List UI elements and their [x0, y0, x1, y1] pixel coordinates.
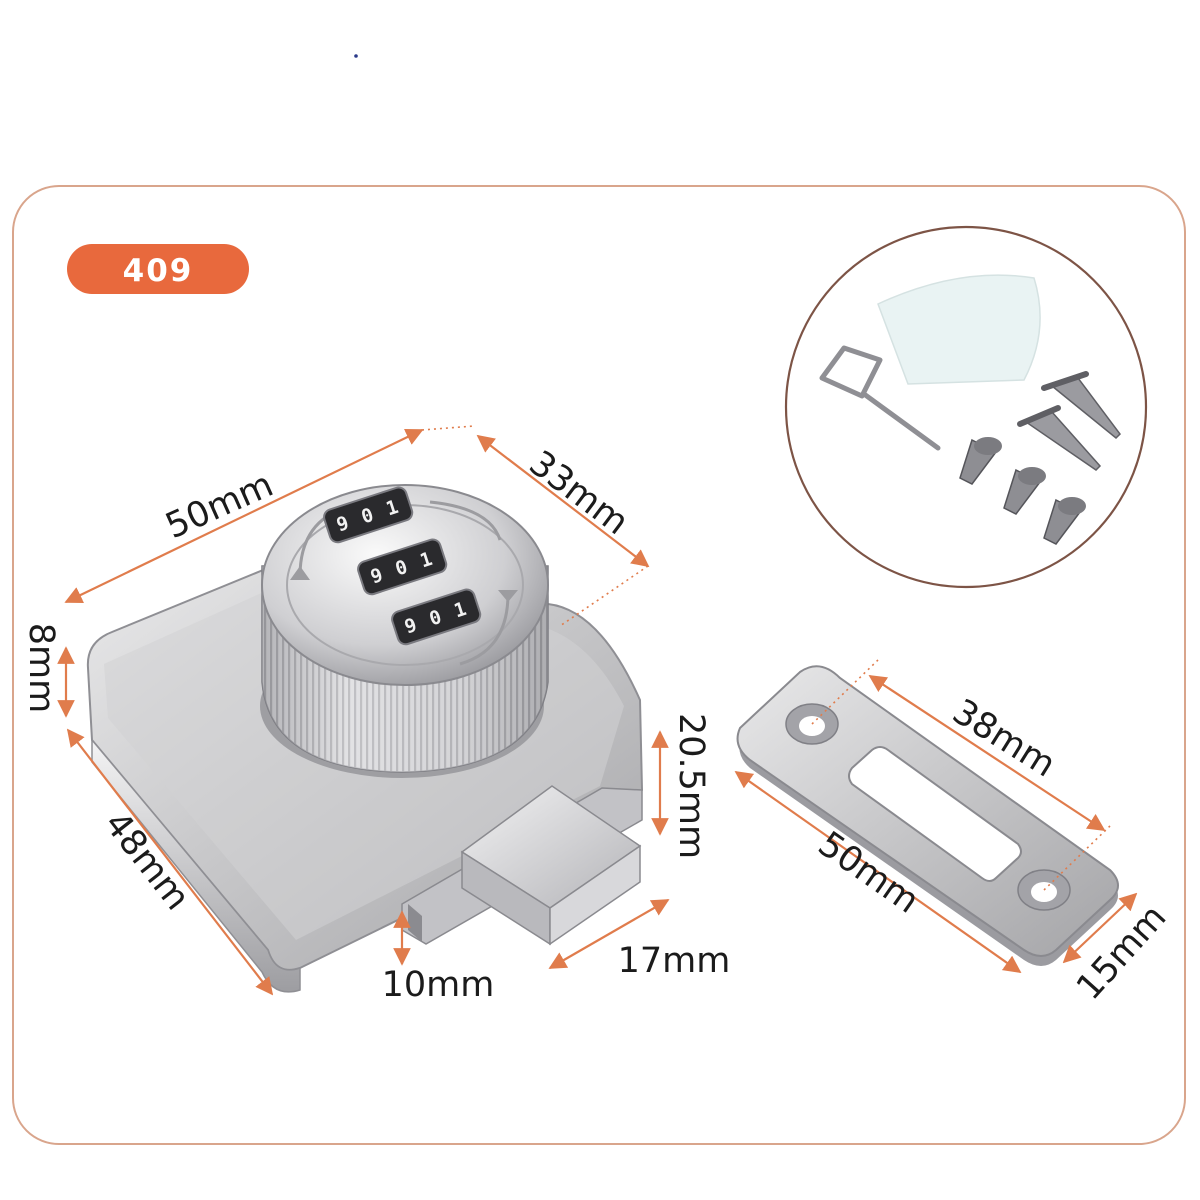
arrow-lock-width — [64, 428, 424, 604]
arrow-strike-hole-spacing — [868, 675, 1106, 831]
arrow-lock-depth — [476, 434, 650, 568]
model-number: 409 — [123, 253, 194, 289]
arrow-strike-length — [734, 770, 1022, 974]
accessories-circle — [784, 225, 1148, 589]
dial-window-frame — [391, 588, 482, 646]
key-pin-icon — [819, 345, 941, 451]
label-bolt-height: 20.5mm — [671, 713, 711, 859]
guide-lock-width — [421, 425, 475, 431]
arrow-bolt-length — [548, 899, 670, 969]
rotate-arrow-right-head-icon — [498, 590, 518, 602]
model-badge-pill — [67, 244, 249, 294]
lock-bolt — [408, 785, 642, 946]
wood-screw-icon — [1017, 371, 1121, 471]
rotate-arrow-right-icon — [459, 593, 510, 666]
accessories-inset — [784, 225, 1148, 589]
stray-dot — [354, 54, 358, 58]
bolt-inner-edge — [408, 904, 422, 942]
arrow-lock-length — [66, 728, 274, 996]
label-bolt-gap: 10mm — [382, 965, 495, 1005]
model-badge: 409 — [67, 244, 249, 294]
dimension-arrows — [57, 425, 1138, 996]
machine-screw-icon — [959, 437, 1086, 545]
label-bolt-length: 17mm — [618, 941, 731, 981]
glass-pad-icon — [877, 274, 1041, 385]
arrow-strike-width — [1062, 892, 1138, 964]
label-plate-thickness: 8mm — [21, 623, 61, 713]
